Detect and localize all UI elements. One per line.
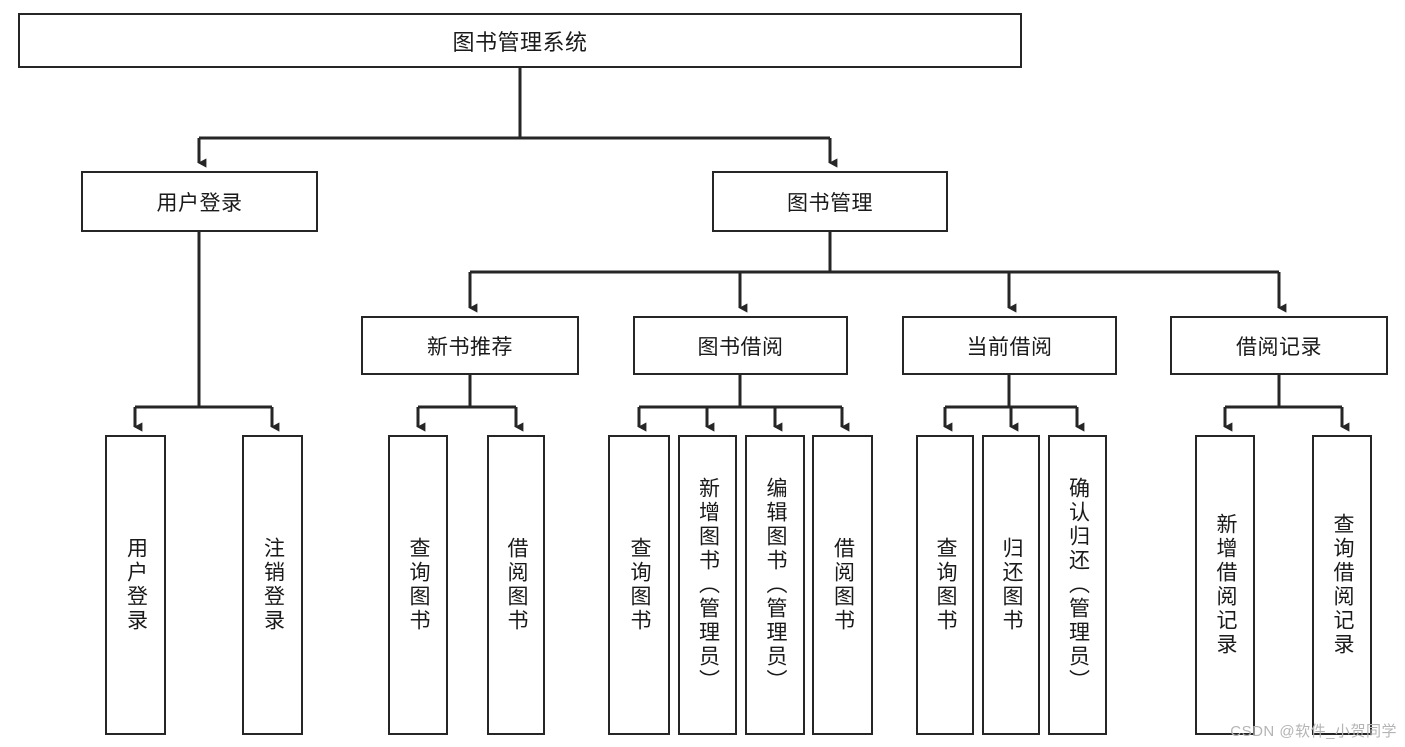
leaf-borrow-books[interactable]: 借阅图书	[812, 435, 873, 735]
node-book-borrow[interactable]: 图书借阅	[633, 316, 848, 375]
node-label: 新增借阅记录	[1214, 513, 1238, 657]
leaf-confirm-return-admin[interactable]: 确认归还（管理员）	[1048, 435, 1107, 735]
node-label: 查询借阅记录	[1331, 513, 1355, 657]
leaf-borrow-books-recommend[interactable]: 借阅图书	[487, 435, 545, 735]
node-book-management[interactable]: 图书管理	[712, 171, 948, 232]
leaf-add-book-admin[interactable]: 新增图书（管理员）	[678, 435, 737, 735]
node-current-borrow[interactable]: 当前借阅	[902, 316, 1117, 375]
node-label: 确认归还（管理员）	[1066, 477, 1090, 693]
leaf-add-borrow-record[interactable]: 新增借阅记录	[1195, 435, 1255, 735]
node-label: 注销登录	[261, 537, 285, 633]
node-label: 查询图书	[628, 537, 652, 633]
leaf-query-borrow-record[interactable]: 查询借阅记录	[1312, 435, 1372, 735]
leaf-query-books-current[interactable]: 查询图书	[916, 435, 974, 735]
node-label: 图书管理	[787, 191, 873, 215]
node-label: 新书推荐	[427, 335, 513, 359]
node-label: 当前借阅	[966, 335, 1053, 359]
node-label: 编辑图书（管理员）	[764, 477, 788, 693]
node-label: 查询图书	[407, 537, 431, 633]
leaf-user-login[interactable]: 用户登录	[105, 435, 166, 735]
leaf-logout[interactable]: 注销登录	[242, 435, 303, 735]
node-label: 借阅图书	[505, 537, 529, 633]
node-label: 查询图书	[934, 537, 958, 633]
node-label: 归还图书	[1000, 537, 1024, 633]
node-root-system[interactable]: 图书管理系统	[18, 13, 1022, 68]
leaf-query-books-recommend[interactable]: 查询图书	[388, 435, 448, 735]
node-label: 借阅图书	[831, 537, 855, 633]
leaf-return-books[interactable]: 归还图书	[982, 435, 1040, 735]
node-user-login[interactable]: 用户登录	[81, 171, 318, 232]
node-label: 图书管理系统	[452, 29, 588, 55]
watermark-text: CSDN @软件_小贺同学	[1230, 723, 1397, 740]
node-label: 新增图书（管理员）	[696, 477, 720, 693]
leaf-edit-book-admin[interactable]: 编辑图书（管理员）	[745, 435, 805, 735]
leaf-query-books-borrow[interactable]: 查询图书	[608, 435, 670, 735]
node-borrow-records[interactable]: 借阅记录	[1170, 316, 1388, 375]
node-label: 用户登录	[124, 537, 148, 633]
node-label: 图书借阅	[697, 335, 784, 359]
node-label: 用户登录	[156, 191, 243, 215]
node-new-book-recommend[interactable]: 新书推荐	[361, 316, 579, 375]
node-label: 借阅记录	[1236, 335, 1322, 359]
